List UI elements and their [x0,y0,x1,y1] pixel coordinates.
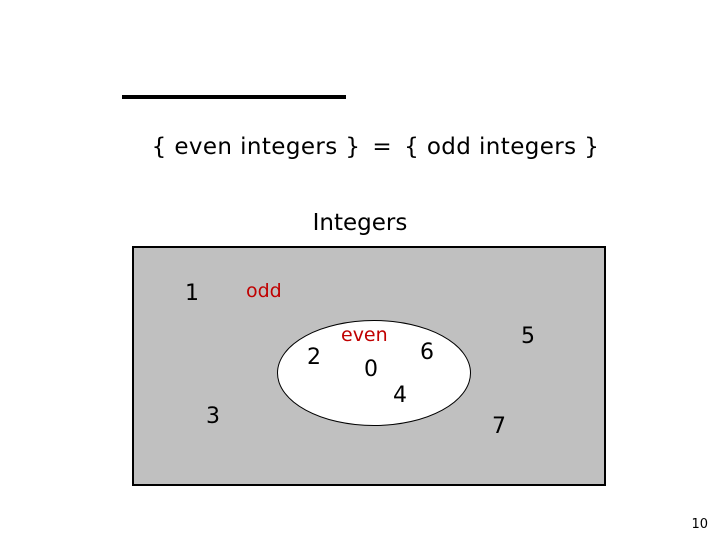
odd-set-label: odd [246,280,282,302]
even-subset-ellipse [277,320,471,426]
complement-overline-bar [122,95,346,99]
member-even-2: 2 [307,345,321,370]
equation-operator: = [372,134,393,160]
set-equation: { even integers } = { odd integers } [0,108,720,186]
member-even-6: 6 [420,340,434,365]
member-even-0: 0 [364,357,378,382]
even-set-label: even [341,324,388,346]
member-odd-7: 7 [492,414,506,439]
equation-right-set: { odd integers } [404,134,600,160]
member-odd-1: 1 [185,281,199,306]
member-odd-3: 3 [206,404,220,429]
member-odd-5: 5 [521,324,535,349]
universe-title: Integers [312,210,408,236]
slide-number: 10 [691,517,708,532]
equation-left-set: { even integers } [151,134,361,160]
member-even-4: 4 [393,383,407,408]
